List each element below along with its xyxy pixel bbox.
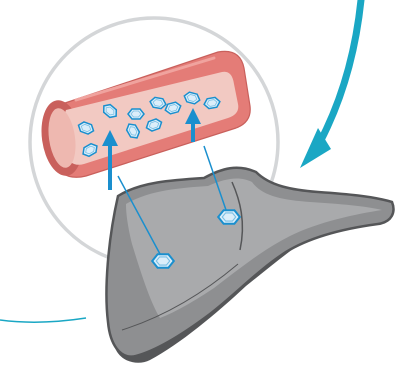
- liver: [106, 168, 394, 363]
- molecule: [128, 109, 144, 119]
- pointer-arrow-shaft: [320, 0, 361, 142]
- liver-molecule: [152, 254, 174, 268]
- lead-line: [0, 318, 86, 322]
- pointer-arrow: [300, 0, 361, 168]
- liver-molecule: [218, 210, 240, 224]
